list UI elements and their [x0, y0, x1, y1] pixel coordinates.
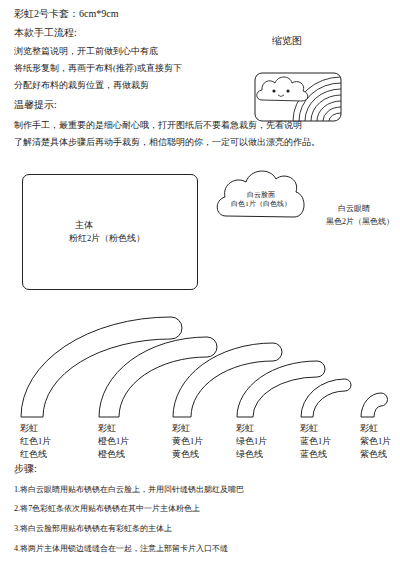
piece-spec: 黄色线 [172, 448, 203, 461]
page-title: 彩虹2号卡套：6cm*9cm [14, 8, 118, 20]
process-note: 浏览整篇说明，开工前做到心中有底 [14, 46, 158, 56]
piece-name: 彩虹 [172, 422, 203, 435]
piece-spec: 红色1片 [20, 435, 51, 448]
piece-name: 主体 [69, 219, 145, 232]
thumbnail-caption: 缩览图 [272, 36, 302, 47]
rainbow-strip: 彩虹绿色1片绿色线 [236, 360, 267, 462]
arc-outline [360, 392, 390, 418]
piece-spec: 蓝色1片 [300, 435, 331, 448]
rainbow-strip: 彩虹紫色1片紫色线 [360, 392, 391, 462]
tip-note: 了解清楚具体步骤后再动手裁剪，相信聪明的你，一定可以做出漂亮的作品。 [14, 137, 320, 147]
piece-spec: 黄色1片 [172, 435, 203, 448]
piece-name: 彩虹 [300, 422, 331, 435]
process-note: 分配好布料的裁剪位置，再做裁剪 [14, 80, 149, 90]
process-note: 将纸形复制，再画于布料(推荐)或直接剪下 [14, 63, 182, 73]
thumbnail-illustration [252, 70, 344, 124]
step-text: 2.将7色彩虹条依次用贴布锈锈在其中一片主体粉色上 [14, 504, 200, 514]
piece-name: 白云脸面 [214, 191, 308, 200]
piece-name: 彩虹 [20, 422, 51, 435]
piece-label: 黑色2片（黑色线） [326, 217, 394, 227]
rainbow-strip: 彩虹红色1片红色线 [20, 316, 51, 462]
piece-spec: 橙色1片 [98, 435, 129, 448]
piece-spec: 红色线 [20, 448, 51, 461]
piece-label: 白云眼睛 [338, 204, 370, 214]
piece-spec: 橙色线 [98, 448, 129, 461]
step-text: 3.将白云脸部用贴布锈锈在有彩虹条的主体上 [14, 524, 172, 534]
arc-outline [300, 378, 353, 418]
arc-path [361, 393, 388, 417]
rainbow-strip: 彩虹黄色1片黄色线 [172, 342, 203, 462]
step-text: 4.将两片主体用锁边缝缝合在一起，注意上部留卡片入口不缝 [14, 544, 228, 554]
piece-spec: 粉红2片（粉色线） [69, 232, 145, 245]
section-heading: 温馨提示: [14, 99, 57, 111]
piece-spec: 绿色1片 [236, 435, 267, 448]
piece-name: 彩虹 [236, 422, 267, 435]
tip-note: 制作手工，最重要的是细心耐心哦，打开图纸后不要着急裁剪，先看说明 [14, 120, 302, 130]
rainbow-strip: 彩虹蓝色1片蓝色线 [300, 378, 331, 462]
piece-spec: 蓝色线 [300, 448, 331, 461]
piece-name: 彩虹 [360, 422, 391, 435]
arc-path [301, 379, 351, 417]
piece-spec: 紫色线 [360, 448, 391, 461]
section-heading: 本款手工流程: [14, 27, 77, 39]
piece-spec: 紫色1片 [360, 435, 391, 448]
piece-spec: 白色1片（白色线） [214, 200, 308, 209]
rainbow-strip: 彩虹橙色1片橙色线 [98, 336, 129, 462]
step-text: 1.将白云眼睛用贴布锈锈在白云脸上，并用回针缝锈出腮红及嘴巴 [14, 485, 244, 495]
piece-spec: 绿色线 [236, 448, 267, 461]
body-piece: 主体粉红2片（粉色线） [22, 174, 198, 290]
cloud-piece: 白云脸面白色1片（白色线） [214, 164, 308, 224]
section-heading: 步骤: [14, 463, 37, 475]
piece-name: 彩虹 [98, 422, 129, 435]
